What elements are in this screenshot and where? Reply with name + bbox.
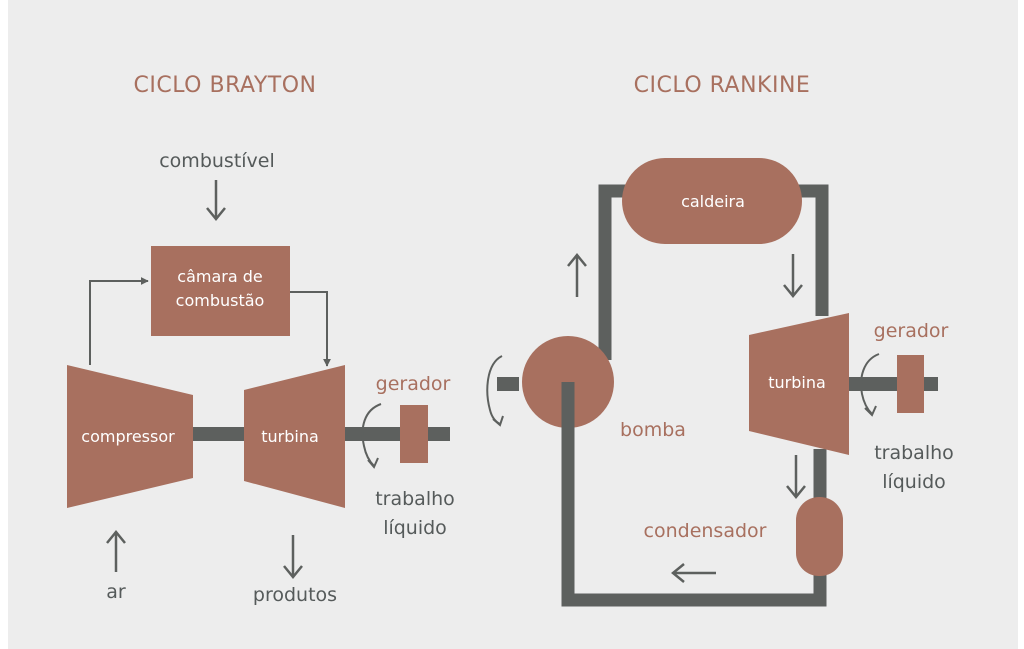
- rankine-generator-label: gerador: [874, 320, 949, 342]
- pump-rotation-icon: [486, 355, 504, 427]
- rankine-rotation-icon: [860, 353, 880, 417]
- rankine-shaft: [845, 377, 938, 391]
- pump-label: bomba: [620, 419, 686, 441]
- boiler-to-turbine-arrow-icon: [783, 254, 803, 298]
- brayton-turbine: turbina: [244, 365, 345, 508]
- brayton-title: CICLO BRAYTON: [134, 73, 317, 98]
- fuel-arrow-icon: [206, 180, 226, 221]
- condenser: [796, 497, 843, 576]
- compressor: compressor: [67, 365, 193, 508]
- condenser-label: condensador: [644, 520, 767, 542]
- rankine-cycle: CICLO RANKINE caldeira bomba: [486, 73, 954, 607]
- combustion-chamber: câmara de combustão: [151, 246, 290, 336]
- pump: [522, 336, 614, 600]
- chamber-label-line1: câmara de: [177, 267, 262, 286]
- compressor-label: compressor: [81, 427, 175, 446]
- boiler: caldeira: [622, 158, 802, 244]
- chamber-to-turbine-line: [290, 291, 331, 367]
- air-label: ar: [106, 581, 126, 603]
- rankine-generator: [897, 355, 924, 413]
- brayton-work-label-line1: trabalho: [375, 488, 455, 510]
- turbine-to-condenser-arrow-icon: [786, 455, 806, 499]
- rankine-turbine-label: turbina: [768, 373, 826, 392]
- boiler-label: caldeira: [681, 192, 745, 211]
- brayton-generator-label: gerador: [376, 373, 451, 395]
- chamber-label-line2: combustão: [176, 291, 265, 310]
- products-arrow-icon: [283, 535, 303, 579]
- products-label: produtos: [253, 584, 337, 606]
- brayton-cycle: CICLO BRAYTON combustível câmara de comb…: [67, 73, 455, 606]
- compressor-to-chamber-line: [89, 277, 149, 365]
- brayton-generator: [400, 405, 428, 463]
- pump-to-boiler-arrow-icon: [567, 253, 587, 297]
- rankine-title: CICLO RANKINE: [634, 73, 811, 98]
- brayton-work-label-line2: líquido: [383, 517, 447, 539]
- brayton-turbine-label: turbina: [261, 427, 319, 446]
- brayton-rotation-icon: [361, 403, 382, 469]
- pump-shaft: [497, 377, 519, 391]
- condenser-to-pump-arrow-icon: [671, 563, 716, 583]
- rankine-work-label-line2: líquido: [882, 471, 946, 493]
- brayton-fuel-label: combustível: [159, 150, 275, 172]
- rankine-work-label-line1: trabalho: [874, 442, 954, 464]
- air-arrow-icon: [106, 530, 126, 572]
- rankine-turbine: turbina: [749, 313, 849, 455]
